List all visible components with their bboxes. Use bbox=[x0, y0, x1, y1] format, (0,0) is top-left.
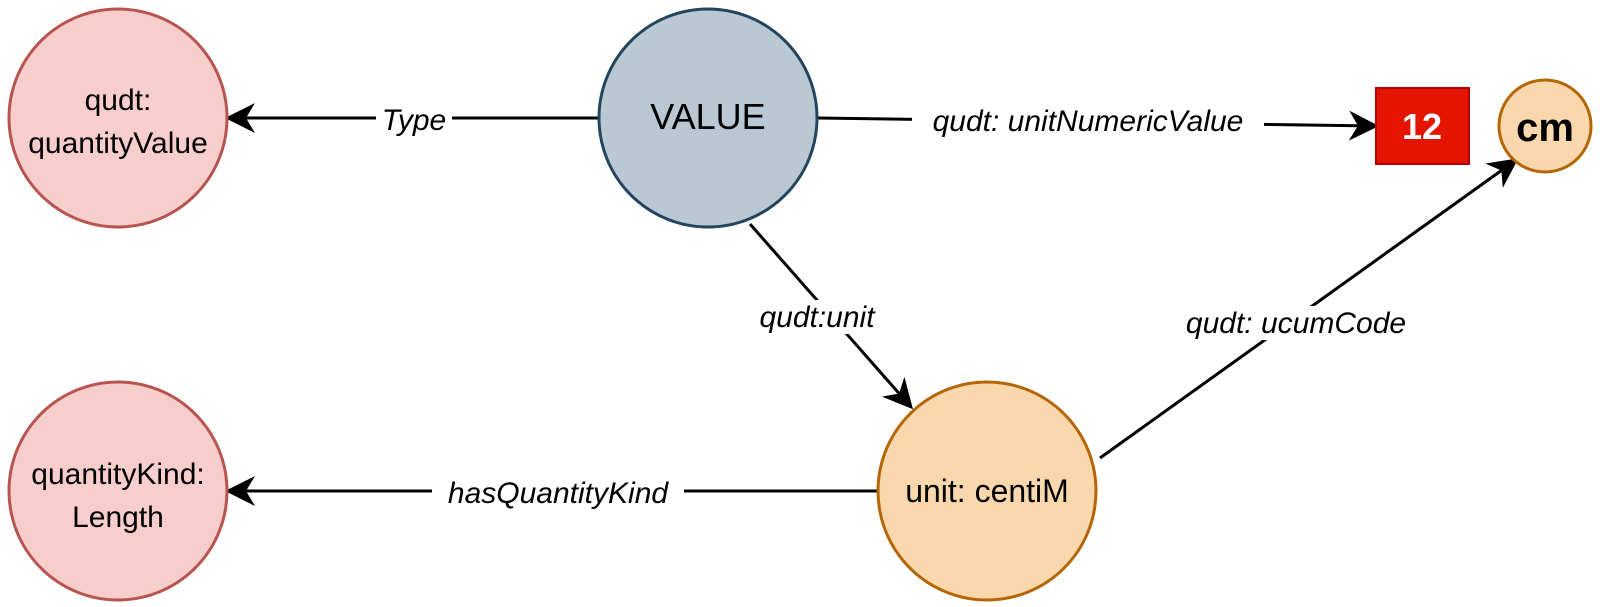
node-quantity-value-line1: qudt: bbox=[85, 84, 152, 117]
edge-has-quantity-kind-label: hasQuantityKind bbox=[448, 477, 669, 510]
node-cm-shape bbox=[1497, 78, 1593, 174]
edge-ucum-code-label-bg bbox=[1166, 306, 1426, 340]
edge-type-label-bg bbox=[376, 102, 452, 134]
node-quantity-value-shape bbox=[7, 7, 229, 229]
node-value-shape bbox=[597, 7, 819, 229]
edge-has-quantity-kind-label-bg bbox=[432, 475, 684, 509]
node-centimeter-label: unit: centiM bbox=[905, 473, 1069, 509]
node-length-line1: quantityKind: bbox=[31, 458, 204, 491]
edge-unit-numeric-value-label-bg bbox=[912, 104, 1264, 136]
edge-type-label: Type bbox=[382, 104, 446, 137]
node-centimeter-shape bbox=[876, 380, 1098, 602]
node-cm: cm bbox=[1497, 78, 1593, 174]
node-numeric-value: 12 bbox=[1375, 87, 1470, 165]
node-centimeter: unit: centiM bbox=[876, 380, 1098, 602]
node-quantity-value: qudt: quantityValue bbox=[7, 7, 229, 229]
node-numeric-value-shape bbox=[1375, 87, 1470, 165]
edge-unit-numeric-value: qudt: unitNumericValue bbox=[817, 104, 1379, 141]
edge-unit-label-bg bbox=[748, 300, 886, 334]
edge-ucum-code-label: qudt: ucumCode bbox=[1186, 307, 1406, 340]
node-value-label: VALUE bbox=[650, 96, 765, 137]
node-quantity-value-line2: quantityValue bbox=[28, 127, 208, 160]
node-numeric-value-label: 12 bbox=[1402, 106, 1442, 147]
edge-unit-label: qudt:unit bbox=[759, 301, 876, 334]
node-length-line2: Length bbox=[72, 501, 164, 534]
node-cm-label: cm bbox=[1516, 106, 1574, 150]
edge-ucum-code: qudt: ucumCode bbox=[1099, 158, 1519, 460]
node-length: quantityKind: Length bbox=[7, 380, 229, 602]
edge-unit: qudt:unit bbox=[748, 223, 913, 410]
edge-type: Type bbox=[225, 102, 600, 137]
node-value: VALUE bbox=[597, 7, 819, 229]
edge-has-quantity-kind: hasQuantityKind bbox=[225, 475, 877, 510]
node-length-shape bbox=[7, 380, 229, 602]
edge-unit-numeric-value-label: qudt: unitNumericValue bbox=[933, 105, 1244, 138]
